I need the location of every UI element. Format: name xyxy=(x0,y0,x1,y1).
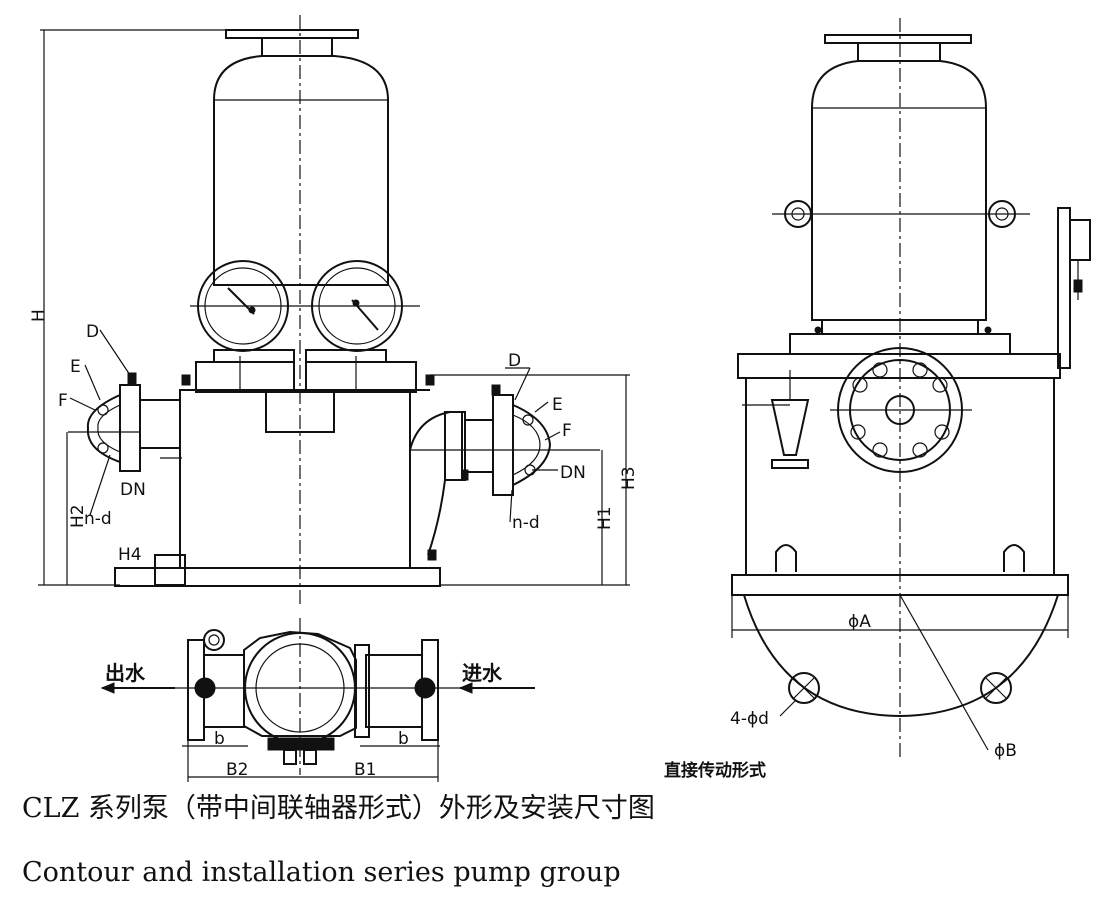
dim-h1-label: H1 xyxy=(595,506,615,530)
dim-h3-label: H3 xyxy=(619,466,639,490)
label-f-right: F xyxy=(562,421,572,441)
inlet-label: 进水 xyxy=(462,661,503,685)
label-dn-left: DN xyxy=(120,480,146,500)
plan-view: 出水 进水 b b B2 B1 xyxy=(100,629,535,782)
label-dn-right: DN xyxy=(560,463,586,483)
label-f-left: F xyxy=(58,391,68,411)
label-d-left: D xyxy=(86,322,99,342)
dim-b2-label: B2 xyxy=(226,760,248,780)
label-e-left: E xyxy=(70,357,81,377)
dim-phi-a-label: ϕA xyxy=(848,612,871,632)
dim-b-left-label: b xyxy=(214,729,225,749)
dim-phi-b-label: ϕB xyxy=(994,741,1017,761)
dim-h2-label: H2 xyxy=(68,504,88,528)
bolt-holes-label: 4-ϕd xyxy=(730,709,769,729)
dim-b1-label: B1 xyxy=(354,760,376,780)
dim-h4-label: H4 xyxy=(118,545,142,565)
label-nd-right: n-d xyxy=(512,513,540,533)
outlet-label: 出水 xyxy=(105,661,146,685)
side-elevation-direct-drive: ϕA 4-ϕd ϕB 直接传动形式 xyxy=(664,18,1091,781)
label-e-right: E xyxy=(552,395,563,415)
dim-b-right-label: b xyxy=(398,729,409,749)
label-d-right: D xyxy=(508,351,521,371)
caption-english: Contour and installation series pump gro… xyxy=(22,857,621,888)
direct-drive-label: 直接传动形式 xyxy=(664,760,766,781)
pump-drawing: H xyxy=(29,15,1091,782)
dim-h-label: H xyxy=(29,309,49,322)
front-elevation: H xyxy=(29,15,639,775)
label-nd-left: n-d xyxy=(84,509,112,529)
caption-chinese: CLZ 系列泵（带中间联轴器形式）外形及安装尺寸图 xyxy=(22,793,655,824)
